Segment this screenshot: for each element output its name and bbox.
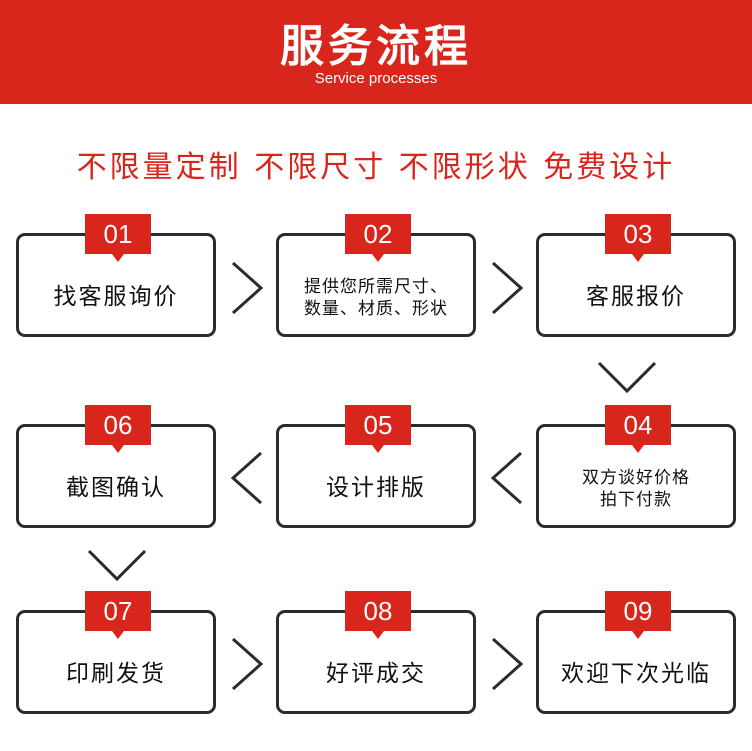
step-label: 设计排版 xyxy=(326,475,426,502)
step-label: 好评成交 xyxy=(326,661,426,688)
step-label: 欢迎下次光临 xyxy=(561,661,711,688)
chevron-right-icon xyxy=(230,260,264,316)
chevron-left-icon xyxy=(490,450,524,506)
step-card-07: 07 印刷发货 xyxy=(16,591,216,714)
chevron-right-icon xyxy=(490,260,524,316)
step-number-badge: 03 xyxy=(605,214,671,262)
step-card-09: 09 欢迎下次光临 xyxy=(536,591,736,714)
step-number-badge: 09 xyxy=(605,591,671,639)
step-number-badge: 08 xyxy=(345,591,411,639)
chevron-down-icon xyxy=(86,548,148,582)
tagline: 不限量定制 不限尺寸 不限形状 免费设计 xyxy=(76,150,676,185)
step-card-04: 04 双方谈好价格 拍下付款 xyxy=(536,405,736,528)
step-card-01: 01 找客服询价 xyxy=(16,214,216,337)
step-label: 提供您所需尺寸、 数量、材质、形状 xyxy=(304,276,448,319)
step-label: 找客服询价 xyxy=(53,284,179,311)
step-number-badge: 07 xyxy=(85,591,151,639)
step-label: 双方谈好价格 拍下付款 xyxy=(582,467,690,510)
chevron-right-icon xyxy=(230,636,264,692)
step-card-08: 08 好评成交 xyxy=(276,591,476,714)
step-label: 截图确认 xyxy=(66,475,166,502)
step-card-02: 02 提供您所需尺寸、 数量、材质、形状 xyxy=(276,214,476,337)
step-number-badge: 05 xyxy=(345,405,411,453)
chevron-left-icon xyxy=(230,450,264,506)
header-banner: 服务流程 Service processes xyxy=(0,0,752,104)
step-label: 印刷发货 xyxy=(66,661,166,688)
step-label: 客服报价 xyxy=(586,284,686,311)
chevron-down-icon xyxy=(596,360,658,394)
step-card-06: 06 截图确认 xyxy=(16,405,216,528)
page-title: 服务流程 xyxy=(280,21,472,72)
page-subtitle: Service processes xyxy=(314,70,438,87)
step-card-03: 03 客服报价 xyxy=(536,214,736,337)
chevron-right-icon xyxy=(490,636,524,692)
step-number-badge: 01 xyxy=(85,214,151,262)
step-number-badge: 06 xyxy=(85,405,151,453)
step-number-badge: 04 xyxy=(605,405,671,453)
step-card-05: 05 设计排版 xyxy=(276,405,476,528)
step-number-badge: 02 xyxy=(345,214,411,262)
